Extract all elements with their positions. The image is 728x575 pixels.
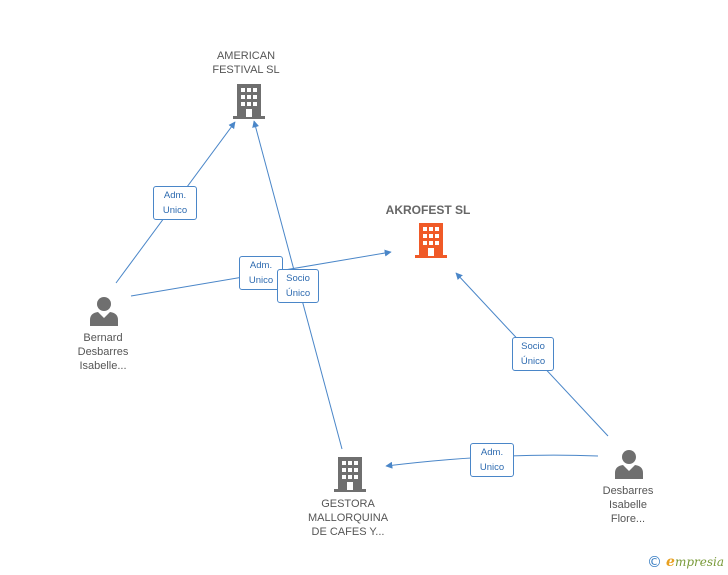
- edge-label-bernard-american[interactable]: Adm. Unico: [153, 186, 197, 220]
- node-label-desbarres[interactable]: Desbarres Isabelle Flore...: [602, 485, 654, 525]
- brand-logo-text: mpresia: [674, 555, 724, 569]
- copyright-icon: ©: [647, 553, 663, 571]
- brand-logo-initial: e: [666, 554, 675, 570]
- brand-footer: © e mpresia: [647, 553, 724, 571]
- node-label-gestora[interactable]: GESTORA MALLORQUINA DE CAFES Y...: [307, 498, 389, 538]
- building-icon[interactable]: [334, 457, 366, 493]
- node-label-american-festival[interactable]: AMERICAN FESTIVAL SL: [212, 50, 280, 76]
- node-label-akrofest[interactable]: AKROFEST SL: [385, 203, 471, 217]
- edge-label-desbarres-akrofest[interactable]: Socio Único: [512, 337, 554, 371]
- edge-label-bernard-akrofest[interactable]: Adm. Unico: [239, 256, 283, 290]
- edge-label-gestora-american[interactable]: Socio Único: [277, 269, 319, 303]
- edge-label-desbarres-gestora[interactable]: Adm. Unico: [470, 443, 514, 477]
- person-icon[interactable]: [89, 296, 119, 326]
- person-icon[interactable]: [614, 449, 644, 479]
- building-icon[interactable]: [233, 84, 265, 120]
- building-icon[interactable]: [415, 223, 447, 259]
- node-label-bernard[interactable]: Bernard Desbarres Isabelle...: [77, 332, 129, 372]
